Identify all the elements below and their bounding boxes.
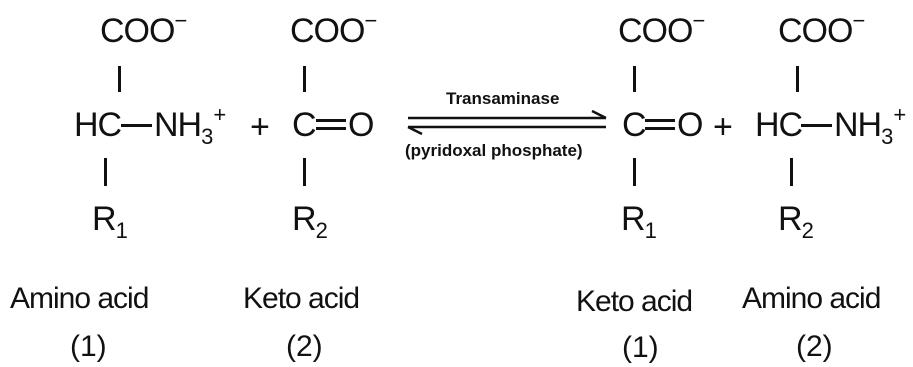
molecule-name: Amino acid <box>742 282 881 315</box>
side-chain: R1 <box>621 200 657 243</box>
molecule-number: (2) <box>286 330 323 363</box>
bond-vertical <box>633 158 636 186</box>
side-chain: R2 <box>778 200 814 243</box>
reverse-arrow <box>407 125 606 136</box>
bond-single <box>801 124 832 127</box>
bond-vertical <box>633 66 636 92</box>
amino-group: NH3+ <box>834 102 907 149</box>
forward-arrow <box>408 109 607 120</box>
bond-double <box>645 119 675 130</box>
bond-vertical <box>790 158 793 186</box>
plus-sign: + <box>250 108 270 146</box>
bond-single <box>121 124 152 127</box>
molecule-name: Amino acid <box>10 282 149 315</box>
alpha-carbon: HC <box>74 106 122 144</box>
carboxylate-group: COO− <box>100 8 188 50</box>
amino-group: NH3+ <box>154 102 227 149</box>
bond-vertical <box>104 158 107 186</box>
molecule-number: (1) <box>622 331 659 364</box>
bond-vertical <box>796 66 799 92</box>
molecule-number: (2) <box>796 330 833 363</box>
carbonyl-oxygen: O <box>677 106 703 144</box>
molecule-name: Keto acid <box>243 282 360 315</box>
cofactor-label: (pyridoxal phosphate) <box>405 141 583 160</box>
side-chain: R2 <box>292 200 328 243</box>
bond-vertical <box>303 158 306 186</box>
carboxylate-group: COO− <box>618 8 706 50</box>
carboxylate-group: COO− <box>290 8 378 50</box>
carbonyl-oxygen: O <box>348 106 374 144</box>
carbonyl-carbon: C <box>292 106 317 144</box>
carbonyl-carbon: C <box>622 106 647 144</box>
molecule-name: Keto acid <box>576 285 693 318</box>
bond-vertical <box>118 66 121 92</box>
molecule-number: (1) <box>70 330 107 363</box>
carboxylate-group: COO− <box>778 8 866 50</box>
bond-double <box>316 119 346 130</box>
plus-sign: + <box>713 108 733 146</box>
enzyme-label: Transaminase <box>446 89 560 108</box>
bond-vertical <box>303 66 306 92</box>
side-chain: R1 <box>92 200 128 243</box>
alpha-carbon: HC <box>755 106 803 144</box>
